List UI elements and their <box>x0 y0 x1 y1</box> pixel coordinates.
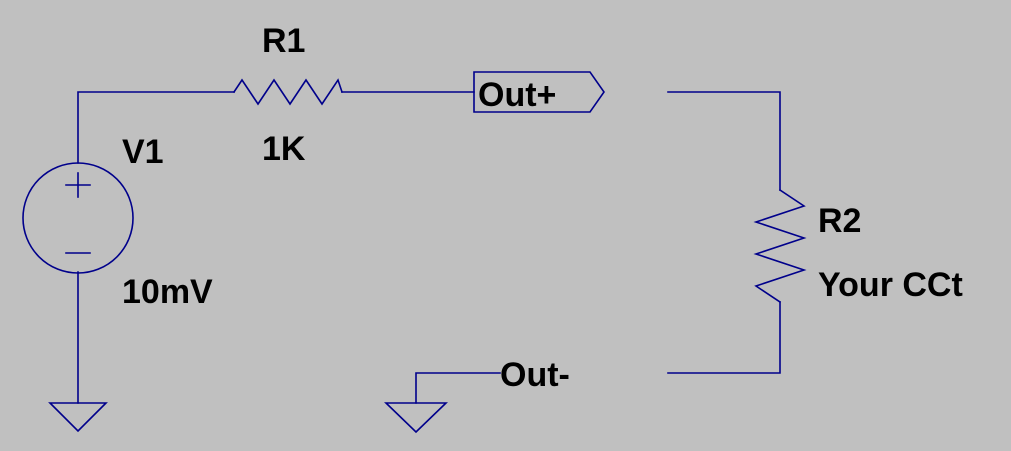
ground-icon-v1 <box>48 402 108 433</box>
resistor-r2-symbol <box>753 188 807 304</box>
v1-value-label: 10mV <box>122 273 213 311</box>
wire-r2-top <box>667 91 781 191</box>
resistor-r1-symbol <box>232 78 344 106</box>
wire-r2-bottom <box>667 301 781 374</box>
ground-icon-out-minus <box>384 402 448 434</box>
out-plus-label: Out+ <box>478 76 556 114</box>
wire-v1-to-r1 <box>77 91 235 164</box>
out-plus-flag <box>473 71 605 113</box>
wires <box>77 91 781 404</box>
voltage-source-v1-symbol <box>22 162 134 274</box>
r2-ref-label: R2 <box>818 202 861 240</box>
out-minus-label: Out- <box>500 356 570 394</box>
r1-ref-label: R1 <box>262 22 305 60</box>
wire-out-minus-to-ground <box>415 372 501 404</box>
v1-ref-label: V1 <box>122 133 164 171</box>
r2-value-label: Your CCt <box>818 266 963 304</box>
r1-value-label: 1K <box>262 130 306 168</box>
